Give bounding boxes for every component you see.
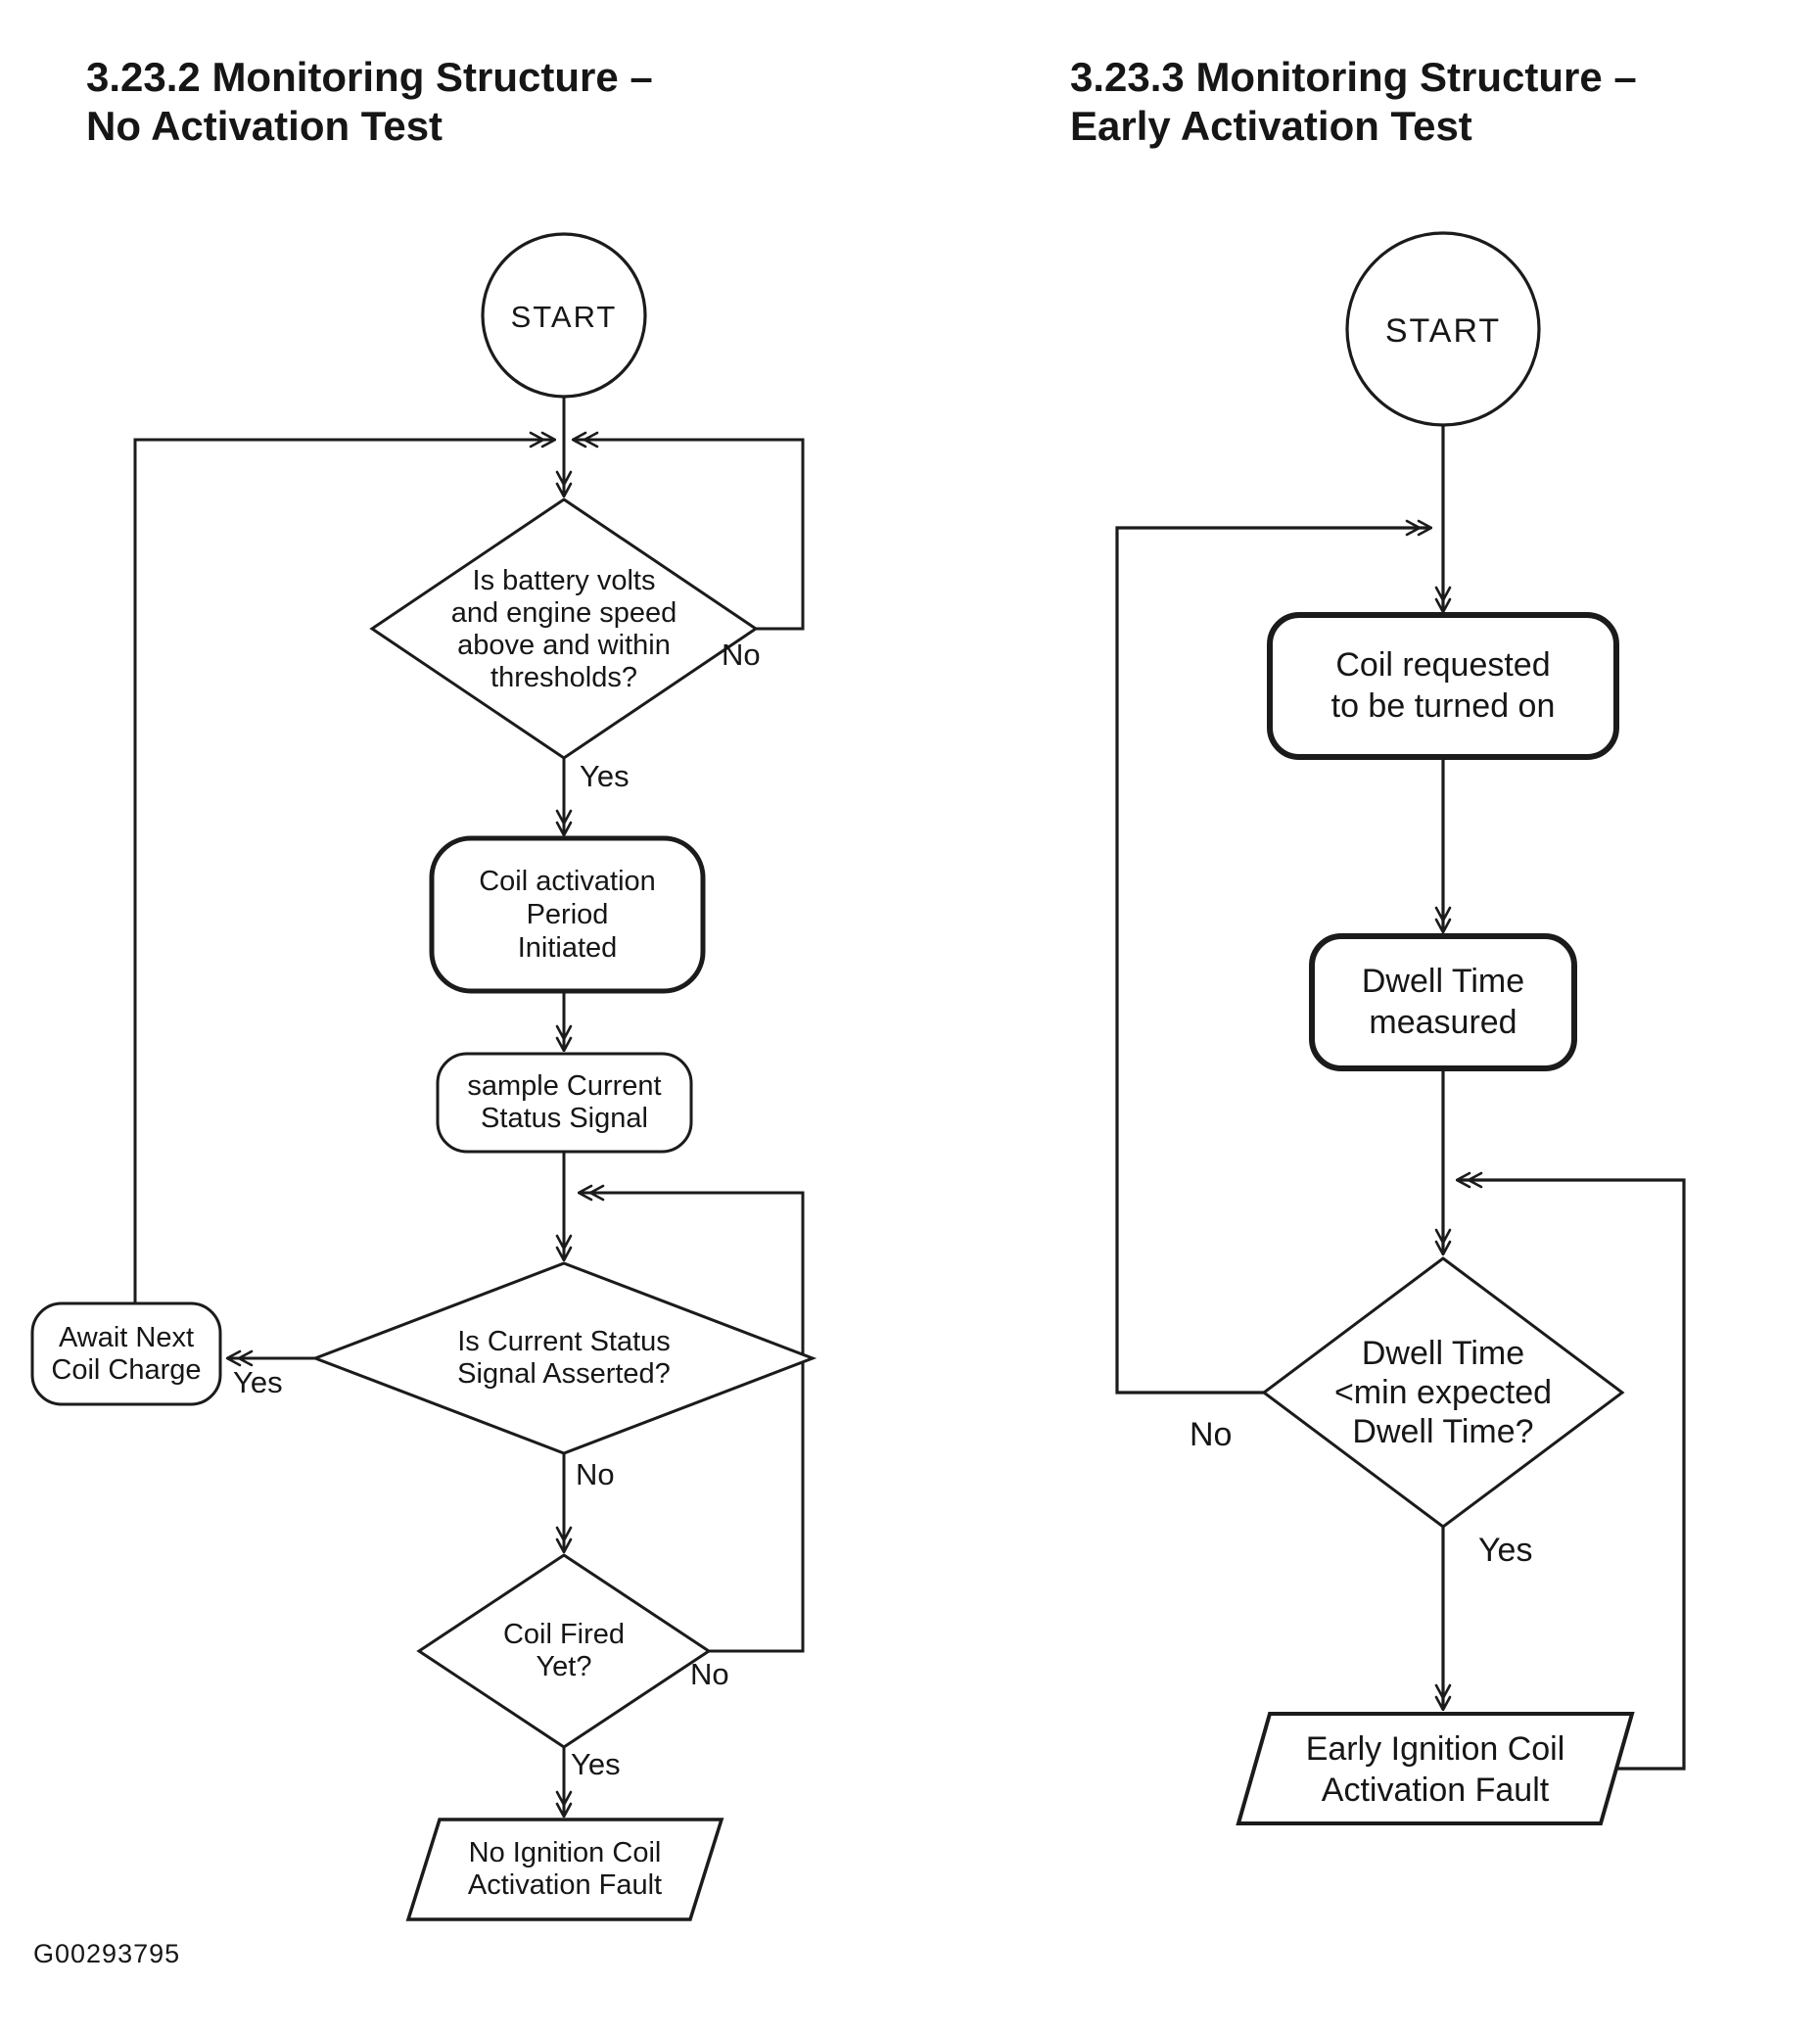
left-fired-no-label: No [690, 1657, 729, 1691]
left-fired-decision-diamond [416, 1553, 712, 1749]
left-coil-activation-text: Coil activation Period Initiated [479, 866, 656, 964]
left-status-decision-text: Is Current Status Signal Asserted? [457, 1326, 671, 1390]
left-fired-yes-label: Yes [571, 1747, 621, 1781]
left-coil-activation-process-box [429, 835, 706, 994]
left-await-text: Await Next Coil Charge [51, 1322, 202, 1386]
left-battery-decision-text: Is battery volts and engine speed above … [450, 565, 677, 693]
right-dwell-yes-label: Yes [1478, 1532, 1533, 1569]
right-fault-feedback-connector [1458, 1180, 1686, 1771]
right-dwell-no-connector [1115, 528, 1430, 1395]
right-coil-request-text: Coil requested to be turned on [1330, 646, 1556, 725]
right-dwell-process-box [1309, 933, 1577, 1071]
left-await-feedback-connector [133, 440, 554, 1303]
right-start-label: START [1384, 312, 1502, 350]
left-status-no-label: No [576, 1457, 615, 1491]
left-fault-output-parallelogram [405, 1818, 724, 1921]
left-start-terminal [481, 232, 647, 399]
right-chart-title: 3.23.3 Monitoring Structure – Early Acti… [1070, 54, 1637, 149]
left-fired-decision-text: Coil Fired Yet? [502, 1619, 626, 1682]
left-fault-output-text: No Ignition Coil Activation Fault [467, 1837, 663, 1901]
right-start-terminal [1345, 231, 1541, 427]
left-await-terminal-box [30, 1301, 222, 1406]
left-status-yes-label: Yes [233, 1365, 283, 1399]
left-battery-no-connector [574, 440, 805, 631]
left-start-label: START [510, 300, 618, 334]
figure-code: G00293795 [33, 1939, 181, 1968]
right-dwell-no-label: No [1190, 1416, 1233, 1453]
right-fault-output-parallelogram [1236, 1712, 1635, 1825]
right-dwell-decision-diamond [1261, 1256, 1625, 1529]
left-sample-text: sample Current Status Signal [467, 1070, 662, 1134]
left-sample-process-box [436, 1052, 693, 1154]
right-dwell-process-text: Dwell Time measured [1361, 963, 1525, 1041]
right-coil-request-process-box [1267, 612, 1619, 760]
left-battery-no-label: No [722, 638, 761, 672]
left-battery-yes-label: Yes [580, 759, 630, 793]
left-fired-no-connector [580, 1193, 805, 1653]
left-battery-decision-diamond [369, 497, 759, 760]
right-dwell-decision-text: Dwell Time <min expected Dwell Time? [1333, 1335, 1553, 1450]
left-chart-title: 3.23.2 Monitoring Structure – No Activat… [86, 54, 653, 149]
left-status-decision-diamond [310, 1261, 817, 1455]
right-fault-output-text: Early Ignition Coil Activation Fault [1305, 1730, 1565, 1809]
